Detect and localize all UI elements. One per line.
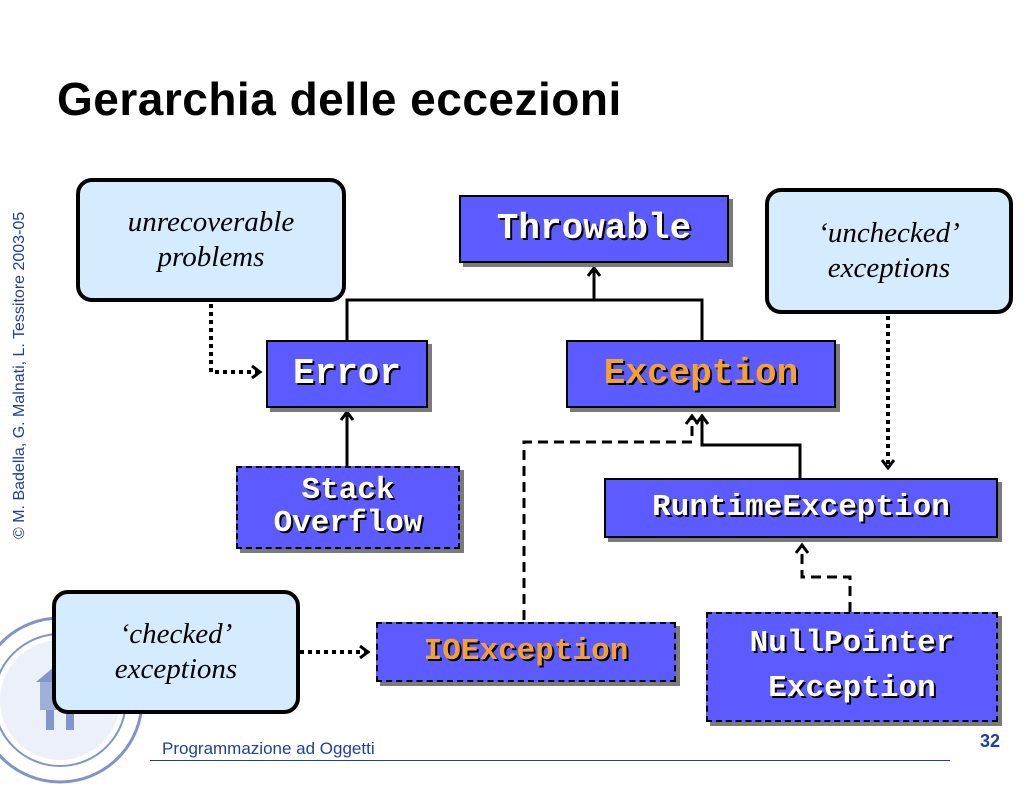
slide-title: Gerarchia delle eccezioni	[57, 73, 622, 125]
note-unchecked: ‘unchecked’ exceptions	[765, 188, 1013, 314]
hierarchy-connectors	[209, 0, 1024, 768]
note-checked: ‘checked’ exceptions	[52, 590, 300, 714]
class-nullpointer-label: NullPointer Exception	[749, 626, 955, 706]
class-exception: Exception	[566, 340, 836, 408]
edge-runtime-to-exception	[702, 418, 802, 478]
page-number: 32	[979, 731, 1000, 751]
footer-divider	[150, 760, 950, 761]
edge-ioexception-to-exception	[522, 418, 692, 620]
note-unrecoverable: unrecoverable problems	[76, 178, 346, 302]
edge-exception-to-throwable	[594, 298, 704, 340]
edge-error-to-throwable	[345, 298, 594, 340]
class-runtime-exception: RuntimeException	[604, 478, 998, 538]
class-nullpointer-exception: NullPointer Exception	[706, 612, 998, 722]
note-arrow-unrecoverable	[209, 304, 258, 372]
edge-nullpointer-to-runtime	[802, 547, 852, 612]
class-ioexception: IOException	[376, 622, 676, 682]
class-throwable: Throwable	[459, 195, 729, 263]
class-stack-overflow: Stack Overflow	[236, 466, 460, 549]
class-error: Error	[266, 340, 428, 408]
footer-course-title: Programmazione ad Oggetti	[162, 739, 375, 758]
class-stack-overflow-label: Stack Overflow	[273, 472, 423, 541]
